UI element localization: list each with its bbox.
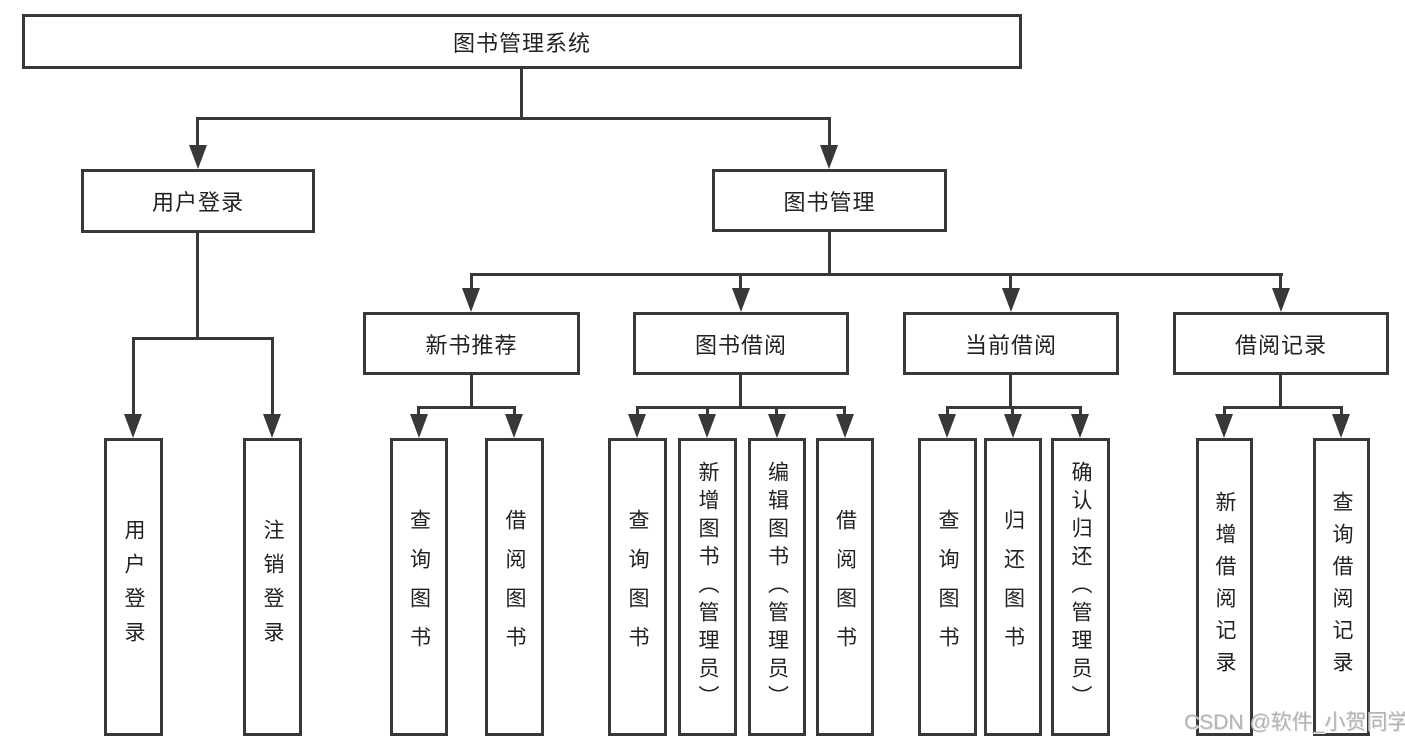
- leaf-label: 用户登录: [122, 519, 145, 655]
- leaf-label: 编辑图书（管理员）: [765, 461, 789, 713]
- arrow-down-icon: [1332, 414, 1350, 438]
- arrow-down-icon: [462, 288, 480, 312]
- connector-drop-book-management: [828, 117, 831, 148]
- leaf-label: 归还图书: [1001, 509, 1025, 665]
- connector-drop: [417, 406, 420, 416]
- node-current-borrow: 当前借阅: [903, 312, 1119, 375]
- connector-drop-current-borrow: [1009, 273, 1012, 290]
- leaf-query-books-current: 查询图书: [918, 438, 977, 736]
- arrow-down-icon: [505, 414, 523, 438]
- connector-level2-bar: [197, 117, 831, 120]
- arrow-down-icon: [124, 414, 142, 438]
- connector-borrow-records-stem: [1279, 375, 1282, 406]
- arrow-down-icon: [263, 414, 281, 438]
- node-book-management: 图书管理: [712, 169, 947, 232]
- leaf-query-borrow-record: 查询借阅记录: [1313, 438, 1370, 736]
- arrow-down-icon: [732, 288, 750, 312]
- connector-user-login-bar: [132, 337, 274, 340]
- node-label: 图书管理: [783, 189, 876, 215]
- leaf-label: 新增图书（管理员）: [696, 461, 719, 713]
- connector-user-login-stem: [196, 233, 199, 337]
- arrow-down-icon: [1004, 414, 1022, 438]
- connector-drop-login: [132, 337, 135, 416]
- connector-book-borrow-stem: [739, 375, 742, 406]
- leaf-label: 查询图书: [936, 509, 959, 665]
- node-label: 用户登录: [151, 190, 244, 215]
- connector-drop: [636, 406, 639, 416]
- connector-drop: [775, 406, 778, 416]
- leaf-label: 查询图书: [626, 509, 649, 665]
- connector-drop: [1223, 406, 1226, 416]
- leaf-return-books: 归还图书: [984, 438, 1042, 736]
- connector-new-book-stem: [470, 375, 473, 406]
- arrow-down-icon: [628, 414, 646, 438]
- connector-drop: [1340, 406, 1343, 416]
- connector-drop: [706, 406, 709, 416]
- node-book-borrow: 图书借阅: [633, 312, 849, 375]
- csdn-watermark: CSDN @软件_小贺同学: [1184, 711, 1405, 734]
- node-label: 新书推荐: [425, 332, 518, 358]
- connector-book-management-stem: [828, 232, 831, 273]
- leaf-edit-books-admin: 编辑图书（管理员）: [748, 438, 806, 736]
- connector-drop: [843, 406, 846, 416]
- node-label: 借阅记录: [1234, 332, 1327, 358]
- connector-level3-bar: [470, 273, 1283, 276]
- leaf-query-books-borrow: 查询图书: [608, 438, 667, 736]
- leaf-label: 查询图书: [407, 509, 431, 665]
- leaf-label: 确认归还（管理员）: [1069, 461, 1092, 713]
- connector-new-book-bar: [417, 406, 516, 409]
- leaf-user-login: 用户登录: [104, 438, 163, 736]
- leaf-logout: 注销登录: [243, 438, 302, 736]
- leaf-confirm-return-admin: 确认归还（管理员）: [1051, 438, 1110, 736]
- node-label: 图书借阅: [694, 332, 787, 358]
- connector-drop-book-borrow: [739, 273, 742, 290]
- connector-drop-user-login: [196, 117, 199, 148]
- leaf-borrow-books-recommend: 借阅图书: [485, 438, 544, 736]
- arrow-down-icon: [1002, 288, 1020, 312]
- node-library-management-system: 图书管理系统: [22, 14, 1022, 69]
- arrow-down-icon: [836, 414, 854, 438]
- leaf-label: 注销登录: [261, 519, 284, 655]
- arrow-down-icon: [189, 145, 207, 169]
- connector-drop-borrow-records: [1279, 273, 1282, 290]
- arrow-down-icon: [820, 145, 838, 169]
- arrow-down-icon: [768, 414, 786, 438]
- arrow-down-icon: [698, 414, 716, 438]
- arrow-down-icon: [1272, 288, 1290, 312]
- leaf-label: 借阅图书: [833, 509, 857, 665]
- connector-root-stem: [520, 68, 523, 117]
- connector-drop: [1079, 406, 1082, 416]
- leaf-label: 新增借阅记录: [1213, 491, 1236, 683]
- connector-book-borrow-bar: [636, 406, 845, 409]
- leaf-query-books-recommend: 查询图书: [390, 438, 448, 736]
- connector-current-borrow-stem: [1009, 375, 1012, 406]
- connector-drop-new-book: [470, 273, 473, 290]
- connector-drop: [513, 406, 516, 416]
- arrow-down-icon: [1215, 414, 1233, 438]
- leaf-label: 查询借阅记录: [1330, 491, 1353, 683]
- node-borrow-records: 借阅记录: [1173, 312, 1389, 375]
- arrow-down-icon: [410, 414, 428, 438]
- arrow-down-icon: [1071, 414, 1089, 438]
- node-user-login: 用户登录: [81, 169, 315, 233]
- connector-drop: [1011, 406, 1014, 416]
- node-label: 当前借阅: [964, 332, 1057, 358]
- leaf-label: 借阅图书: [503, 509, 526, 665]
- arrow-down-icon: [938, 414, 956, 438]
- leaf-add-borrow-record: 新增借阅记录: [1196, 438, 1253, 736]
- leaf-add-books-admin: 新增图书（管理员）: [678, 438, 737, 736]
- leaf-borrow-books: 借阅图书: [816, 438, 874, 736]
- connector-drop-logout: [271, 337, 274, 416]
- connector-drop: [946, 406, 949, 416]
- node-label: 图书管理系统: [452, 30, 591, 56]
- node-new-book-recommend: 新书推荐: [363, 312, 580, 375]
- connector-borrow-records-bar: [1223, 406, 1343, 409]
